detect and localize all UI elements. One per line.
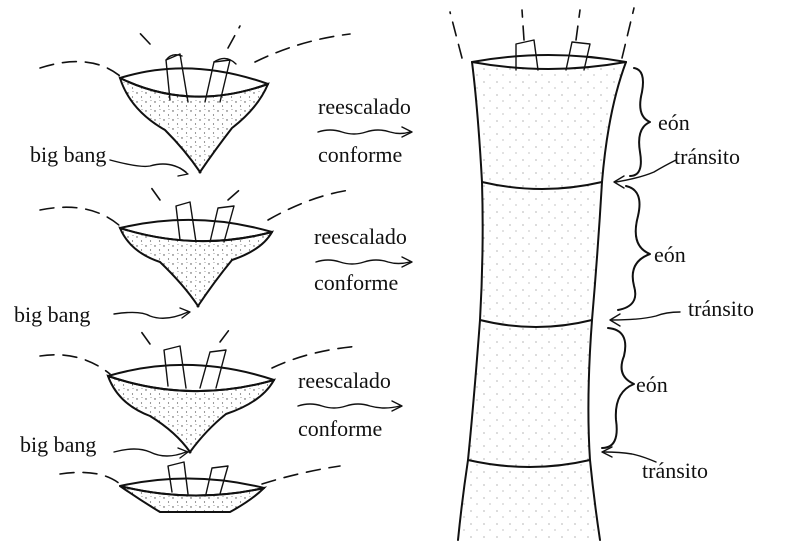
transform-bottom-label-2: conforme [314, 270, 398, 295]
transit-label-1: tránsito [674, 144, 740, 169]
big-bang-label-2: big bang [14, 302, 90, 327]
transit-label-2: tránsito [688, 296, 754, 321]
transform-top-label-1: reescalado [318, 94, 411, 119]
funnel-4 [59, 461, 341, 513]
transform-top-label-3: reescalado [298, 368, 391, 393]
big-bang-label-3: big bang [20, 432, 96, 457]
eon-label-3: eón [636, 372, 668, 397]
transform-bottom-label-1: conforme [318, 142, 402, 167]
big-bang-label-1: big bang [30, 142, 106, 167]
big-bang-pointers [109, 159, 191, 459]
eon-label-1: eón [658, 110, 690, 135]
funnel-3 [39, 325, 361, 454]
transform-top-label-2: reescalado [314, 224, 407, 249]
eon-braces [601, 67, 651, 449]
funnel-1 [39, 25, 351, 174]
eon-label-2: eón [654, 242, 686, 267]
transit-label-3: tránsito [642, 458, 708, 483]
transform-bottom-label-3: conforme [298, 416, 382, 441]
transit-pointers [601, 159, 681, 463]
funnel-2 [39, 185, 351, 308]
spacetime-tube [449, 7, 635, 541]
rescaling-arrows [297, 126, 413, 412]
